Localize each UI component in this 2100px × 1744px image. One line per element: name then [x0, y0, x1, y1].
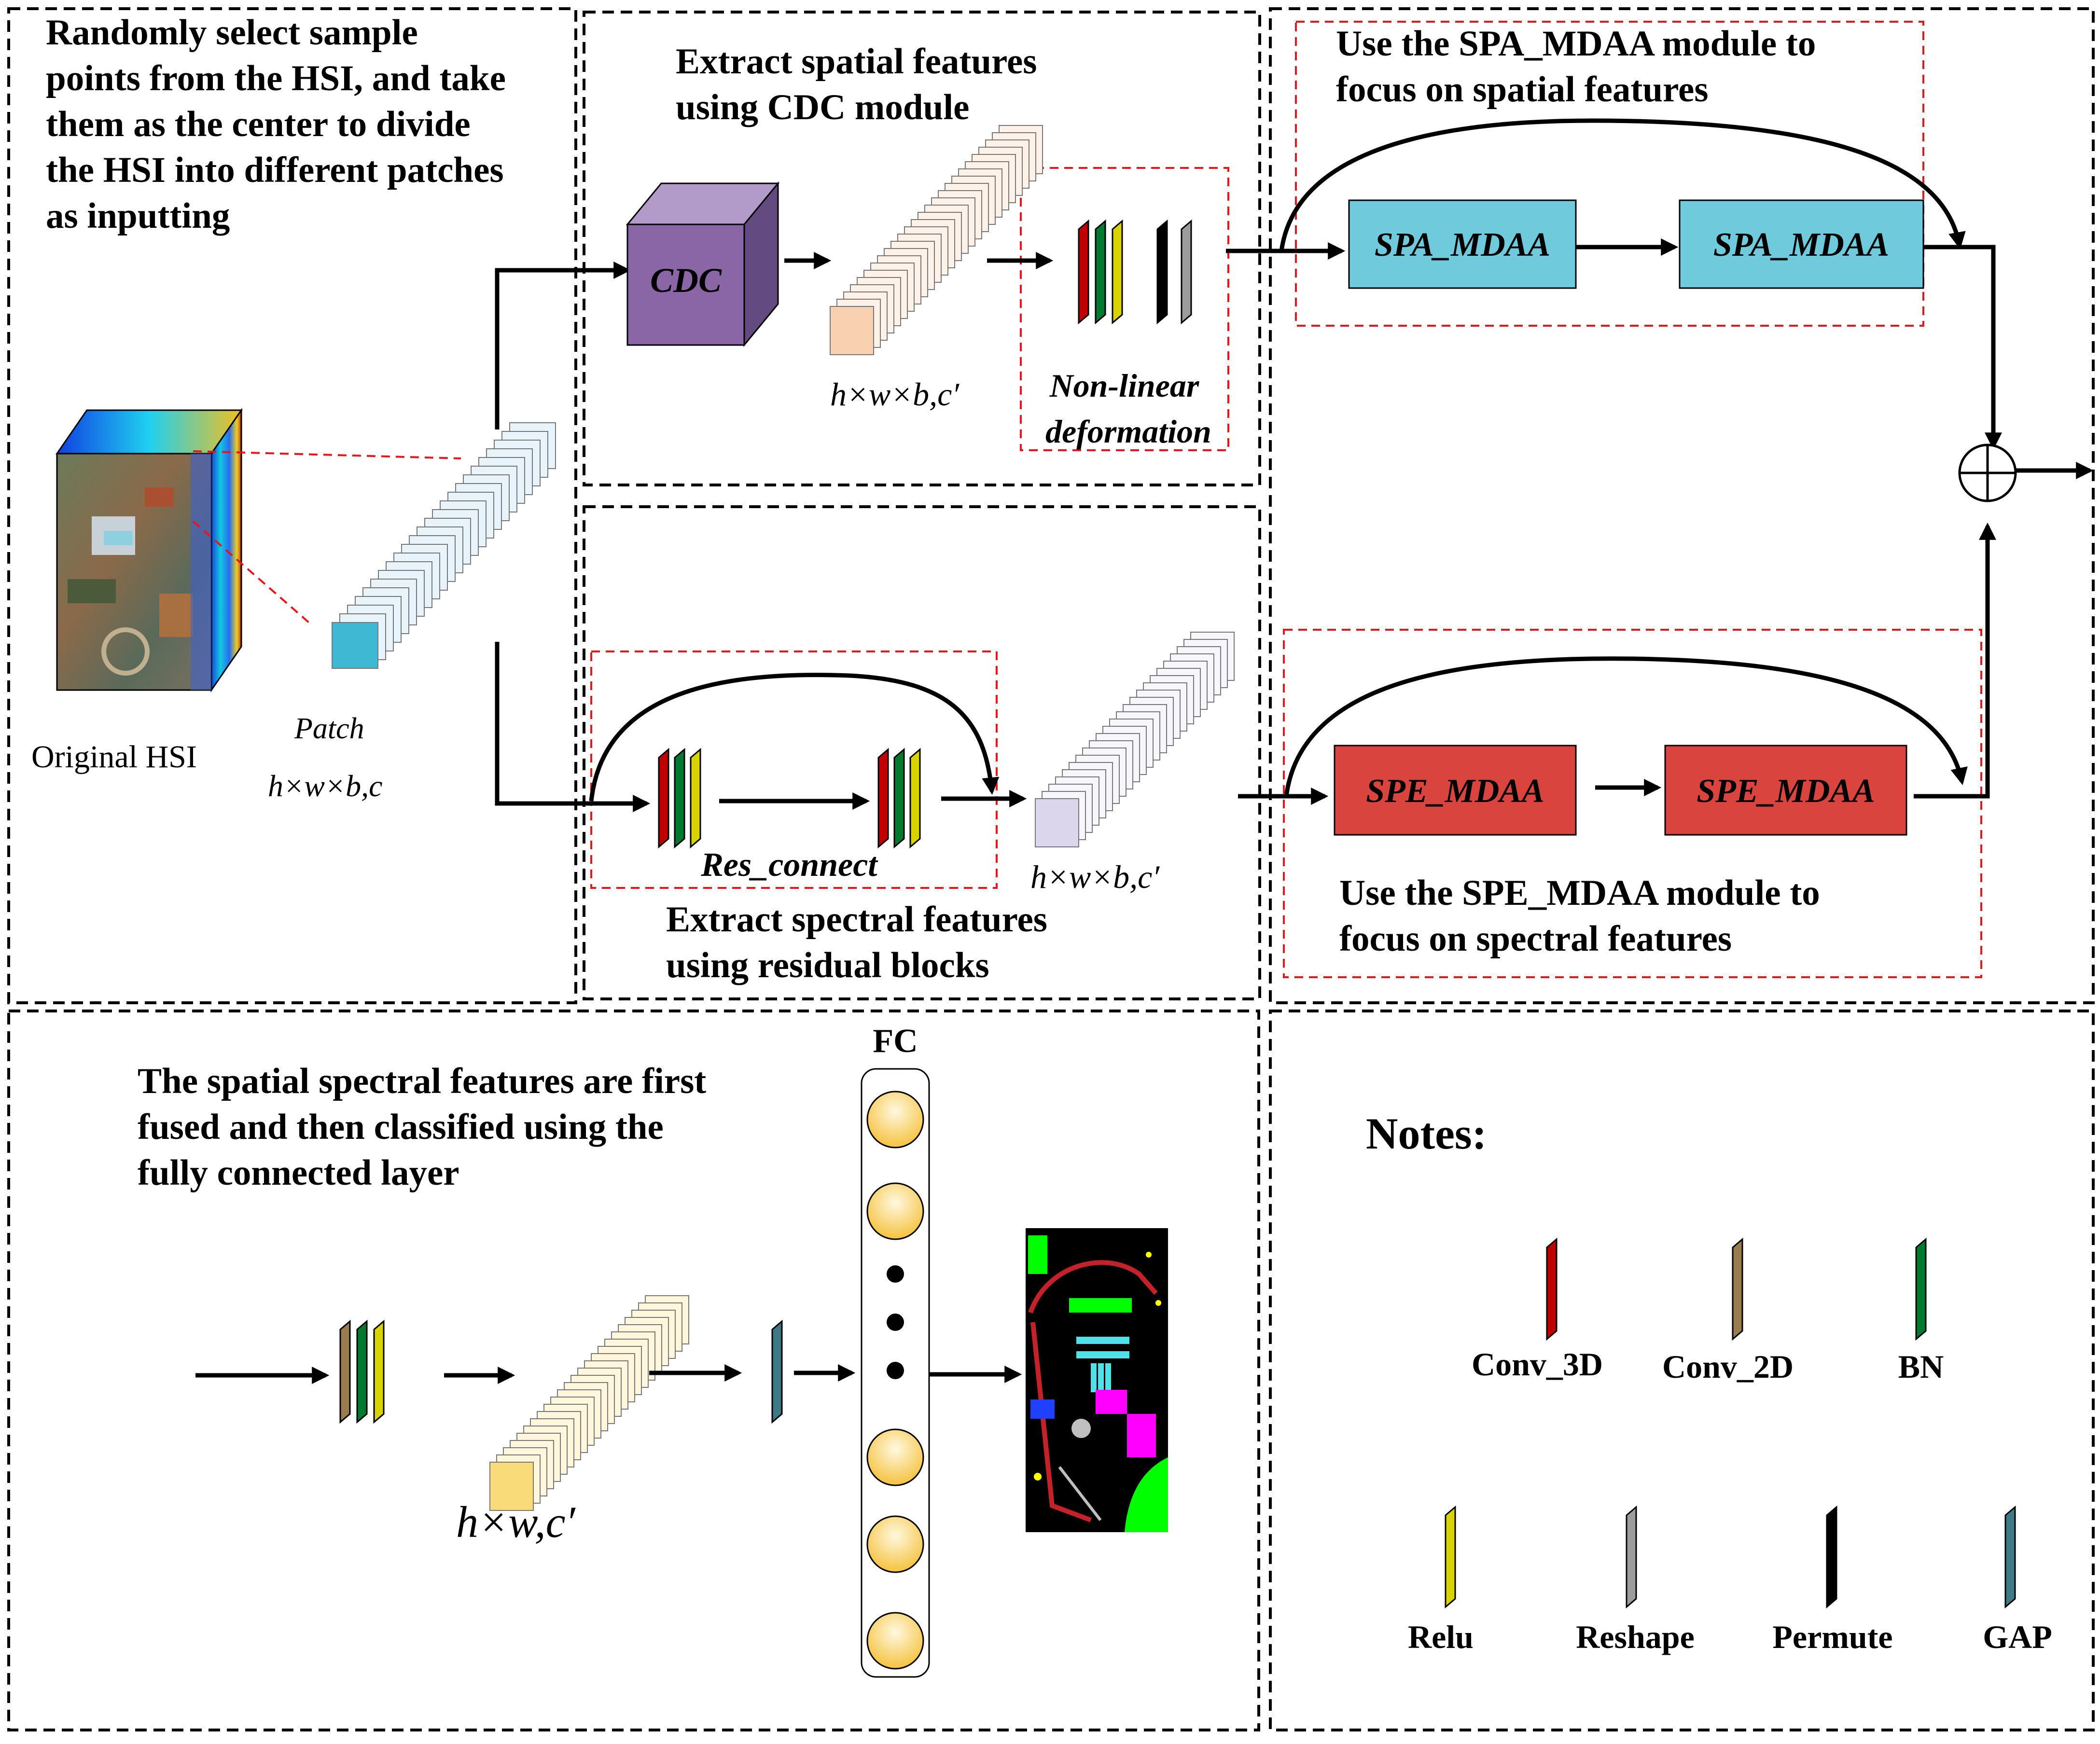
cdc-label: CDC: [650, 261, 722, 300]
legend-permute-label: Permute: [1772, 1619, 1892, 1655]
bn-slab: [1095, 219, 1106, 325]
legend-conv3d-label: Conv_3D: [1472, 1346, 1603, 1383]
fused-feature-dims: h×w,c′: [456, 1497, 576, 1547]
arrow-spa-to-sum: [1923, 245, 2002, 450]
tensor-slice: [830, 306, 874, 355]
spatial-feature-tensor: [830, 125, 1043, 355]
attention-panel: Use the SPA_MDAA module to focus on spat…: [1279, 24, 2094, 959]
legend-gap-label: GAP: [1983, 1619, 2052, 1655]
tensor-slice: [1035, 798, 1079, 847]
legend-relu-label: Relu: [1408, 1619, 1474, 1655]
spectral-caption: Extract spectral features using residual…: [666, 900, 1057, 985]
spatial-feature-dims: h×w×b,c′: [830, 376, 960, 413]
bn-legend-slab: [1915, 1237, 1927, 1341]
conv3d-slab: [1078, 219, 1089, 325]
gap-slab: [771, 1319, 783, 1424]
ellipsis-dot: [887, 1314, 904, 1331]
spatial-panel-border: [583, 11, 1261, 486]
spectral-feature-tensor: [1035, 632, 1235, 847]
spe-caption: Use the SPE_MDAA module to focus on spec…: [1339, 873, 1829, 959]
notes-panel-border: [1269, 1010, 2095, 1731]
fc-node: [866, 1612, 924, 1670]
notes-panel: Notes: Conv_3D Conv_2D BN Relu Reshape P…: [1366, 1109, 2052, 1655]
reshape-slab: [1181, 219, 1192, 325]
spa-mdaa-label-2: SPA_MDAA: [1713, 226, 1889, 263]
spa-caption: Use the SPA_MDAA module to focus on spat…: [1336, 24, 1825, 110]
spectral-feature-dims: h×w×b,c′: [1030, 858, 1160, 895]
spatial-panel: Extract spatial features using CDC modul…: [626, 42, 1346, 450]
spa-mdaa-block-2: [1679, 199, 1924, 289]
tensor-slice: [489, 1462, 534, 1511]
sum-node: [1958, 443, 2017, 502]
tensor-slice: [332, 622, 378, 669]
fc-node: [866, 1515, 924, 1573]
spe-mdaa-label-2: SPE_MDAA: [1697, 773, 1875, 810]
spe-mdaa-label-1: SPE_MDAA: [1366, 773, 1544, 810]
spatial-caption: Extract spatial features using CDC modul…: [676, 42, 1046, 127]
gap-legend-slab: [2004, 1505, 2016, 1609]
relu-slab: [1112, 219, 1123, 325]
classification-map: [1026, 1228, 1168, 1532]
spa-mdaa-label-1: SPA_MDAA: [1375, 226, 1550, 263]
nonlinear-slabs: [1078, 219, 1192, 325]
permute-legend-slab: [1826, 1505, 1837, 1609]
conv3d-legend-slab: [1546, 1237, 1558, 1341]
res-slabs-1: [658, 747, 701, 849]
patch-tensor: [332, 422, 556, 669]
spe-skip-arrow: [1284, 656, 1968, 797]
nonlinear-label: Non-linear deformation: [1045, 367, 1211, 450]
spe-mdaa-block-2: [1664, 745, 1907, 836]
notes-title: Notes:: [1366, 1109, 1487, 1158]
res-box: [590, 651, 998, 889]
spa-box: [1295, 21, 1924, 327]
ellipsis-dot: [887, 1265, 904, 1283]
fc-label: FC: [873, 1023, 918, 1060]
res-slabs-2: [877, 747, 921, 849]
relu-legend-slab: [1445, 1505, 1456, 1609]
ellipsis-dot: [887, 1362, 904, 1379]
arrow-spe-to-sum: [1914, 522, 1996, 799]
legend-reshape-label: Reshape: [1576, 1619, 1695, 1655]
input-panel: Randomly select sample points from the H…: [31, 13, 651, 812]
res-connect-label: Res_connect: [700, 846, 878, 884]
conv2d-legend-slab: [1732, 1237, 1743, 1341]
patch-label: Patch: [294, 712, 364, 745]
legend-bn-label: BN: [1898, 1348, 1944, 1385]
attention-panel-border: [1269, 7, 2095, 1004]
nonlinear-box: [1020, 167, 1229, 451]
patch-dims: h×w×b,c: [268, 769, 382, 803]
classify-panel-border: [7, 1010, 1260, 1731]
spe-box: [1283, 629, 1982, 978]
fc-node: [866, 1182, 924, 1240]
spa-mdaa-block-1: [1348, 199, 1577, 289]
residual-skip-arrow: [589, 673, 1000, 802]
cdc-block: CDC: [626, 181, 780, 347]
fc-node: [866, 1428, 924, 1486]
spectral-panel: Res_connect h×w×b,c′ Extract spectral fe…: [589, 632, 1329, 985]
panel-borders: [7, 7, 2095, 1731]
original-hsi-label: Original HSI: [31, 739, 197, 775]
input-caption: Randomly select sample points from the H…: [46, 13, 515, 236]
reshape-legend-slab: [1626, 1505, 1637, 1609]
fc-node: [866, 1091, 924, 1149]
classify-caption: The spatial spectral features are first …: [138, 1061, 715, 1193]
arrow-to-res: [495, 642, 651, 812]
fused-feature-tensor: [489, 1295, 689, 1511]
spa-skip-arrow: [1279, 118, 1966, 251]
spe-mdaa-block-1: [1334, 745, 1577, 836]
classify-slabs: [339, 1319, 385, 1424]
classify-panel: The spatial spectral features are first …: [138, 1023, 1168, 1678]
arrow-to-cdc: [495, 262, 631, 429]
legend-conv2d-label: Conv_2D: [1662, 1348, 1794, 1385]
input-panel-border: [7, 7, 577, 1004]
spectral-panel-border: [583, 505, 1261, 1000]
permute-slab: [1156, 219, 1168, 325]
